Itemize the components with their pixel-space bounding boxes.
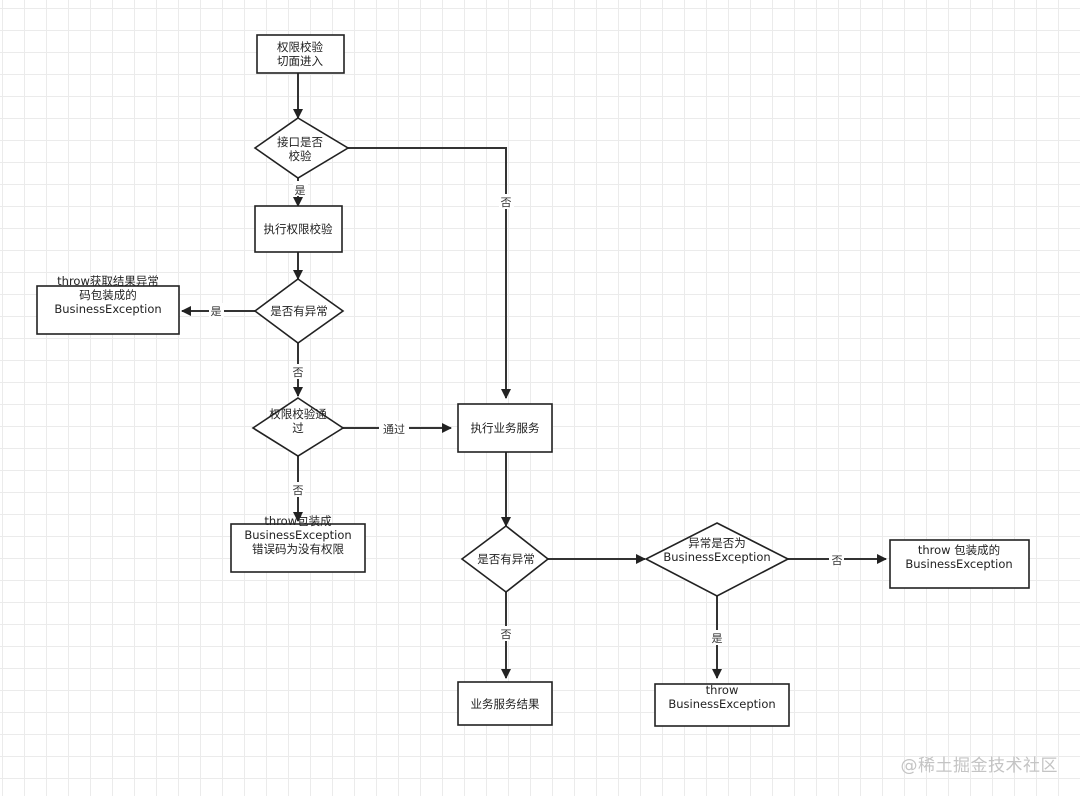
edge-label-text: 否 xyxy=(501,196,512,209)
node-text-line: BusinessException xyxy=(905,557,1012,571)
node-do-check-text: 执行权限校验 xyxy=(264,222,333,236)
node-check-error-text: 是否有异常 xyxy=(270,304,328,318)
node-text-line: 权限校验通 xyxy=(269,407,327,421)
edge-label-text: 通过 xyxy=(383,423,405,436)
node-need-check: 接口是否校验 xyxy=(253,117,350,179)
node-exec-service: 执行业务服务 xyxy=(457,403,553,453)
edge-label-text: 否 xyxy=(293,366,304,379)
node-exec-service-text: 执行业务服务 xyxy=(471,421,540,435)
node-service-error: 是否有异常 xyxy=(460,524,550,594)
edge-labels: 是 否 是 否 通过 否 否 xyxy=(209,181,844,645)
watermark: @稀土掘金技术社区 xyxy=(900,756,1058,776)
edge-label-text: 是 xyxy=(712,632,723,645)
node-service-result-text: 业务服务结果 xyxy=(471,697,540,711)
edge-label-pass-yes: 通过 xyxy=(379,421,409,436)
edge-label-is-business-yes: 是 xyxy=(709,630,724,645)
node-do-check: 执行权限校验 xyxy=(254,205,343,253)
edge-label-text: 否 xyxy=(832,554,843,567)
node-text-line: BusinessException xyxy=(668,697,775,711)
edge-label-need-check-yes: 是 xyxy=(293,181,308,197)
node-text-line: 过 xyxy=(292,421,304,435)
node-text-line: 执行业务服务 xyxy=(471,421,540,435)
node-text-line: 权限校验 xyxy=(277,40,323,54)
node-text-line: throw 包装成的 xyxy=(918,543,1000,557)
edge-need-check-no xyxy=(348,147,511,399)
node-check-pass-text: 权限校验通过 xyxy=(269,407,327,435)
node-text-line: 切面进入 xyxy=(277,54,323,68)
node-text-line: BusinessException xyxy=(244,528,351,542)
edge-label-text: 是 xyxy=(211,305,222,318)
node-text-line: throw包装成 xyxy=(264,514,332,528)
node-service-result: 业务服务结果 xyxy=(457,681,553,726)
node-text-line: 错误码为没有权限 xyxy=(252,542,344,556)
node-check-pass: 权限校验通过 xyxy=(251,397,345,457)
node-text-line: 码包装成的 xyxy=(79,288,137,302)
node-text-line: throw xyxy=(706,683,739,697)
nodes: 权限校验切面进入 接口是否校验 执行权限校验 是否有异常 throw获取结果异常… xyxy=(36,34,1030,727)
node-text-line: 接口是否 xyxy=(277,135,323,149)
edge-label-text: 否 xyxy=(293,484,304,497)
edge-label-pass-no: 否 xyxy=(290,482,305,497)
node-text-line: 校验 xyxy=(289,149,312,163)
edge-label-text: 否 xyxy=(501,628,512,641)
node-start-text: 权限校验切面进入 xyxy=(277,40,323,68)
node-check-error: 是否有异常 xyxy=(253,278,345,344)
edge-label-is-business-no: 否 xyxy=(829,552,844,567)
node-text-line: 执行权限校验 xyxy=(264,222,333,236)
node-start: 权限校验切面进入 xyxy=(256,34,345,74)
edge-label-check-error-no: 否 xyxy=(290,364,305,379)
node-text-line: 异常是否为 xyxy=(688,536,746,550)
edge-label-service-error-no: 否 xyxy=(498,626,513,641)
node-need-check-text: 接口是否校验 xyxy=(277,135,323,163)
node-text-line: 是否有异常 xyxy=(270,304,328,318)
edge-label-check-error-yes: 是 xyxy=(209,303,224,318)
node-text-line: BusinessException xyxy=(663,550,770,564)
node-text-line: BusinessException xyxy=(54,302,161,316)
edge-label-need-check-no: 否 xyxy=(499,194,514,209)
node-text-line: 是否有异常 xyxy=(477,552,535,566)
node-text-line: throw获取结果异常 xyxy=(57,274,159,288)
node-text-line: 业务服务结果 xyxy=(471,697,540,711)
node-service-error-text: 是否有异常 xyxy=(477,552,535,566)
edge-label-text: 是 xyxy=(295,184,306,197)
